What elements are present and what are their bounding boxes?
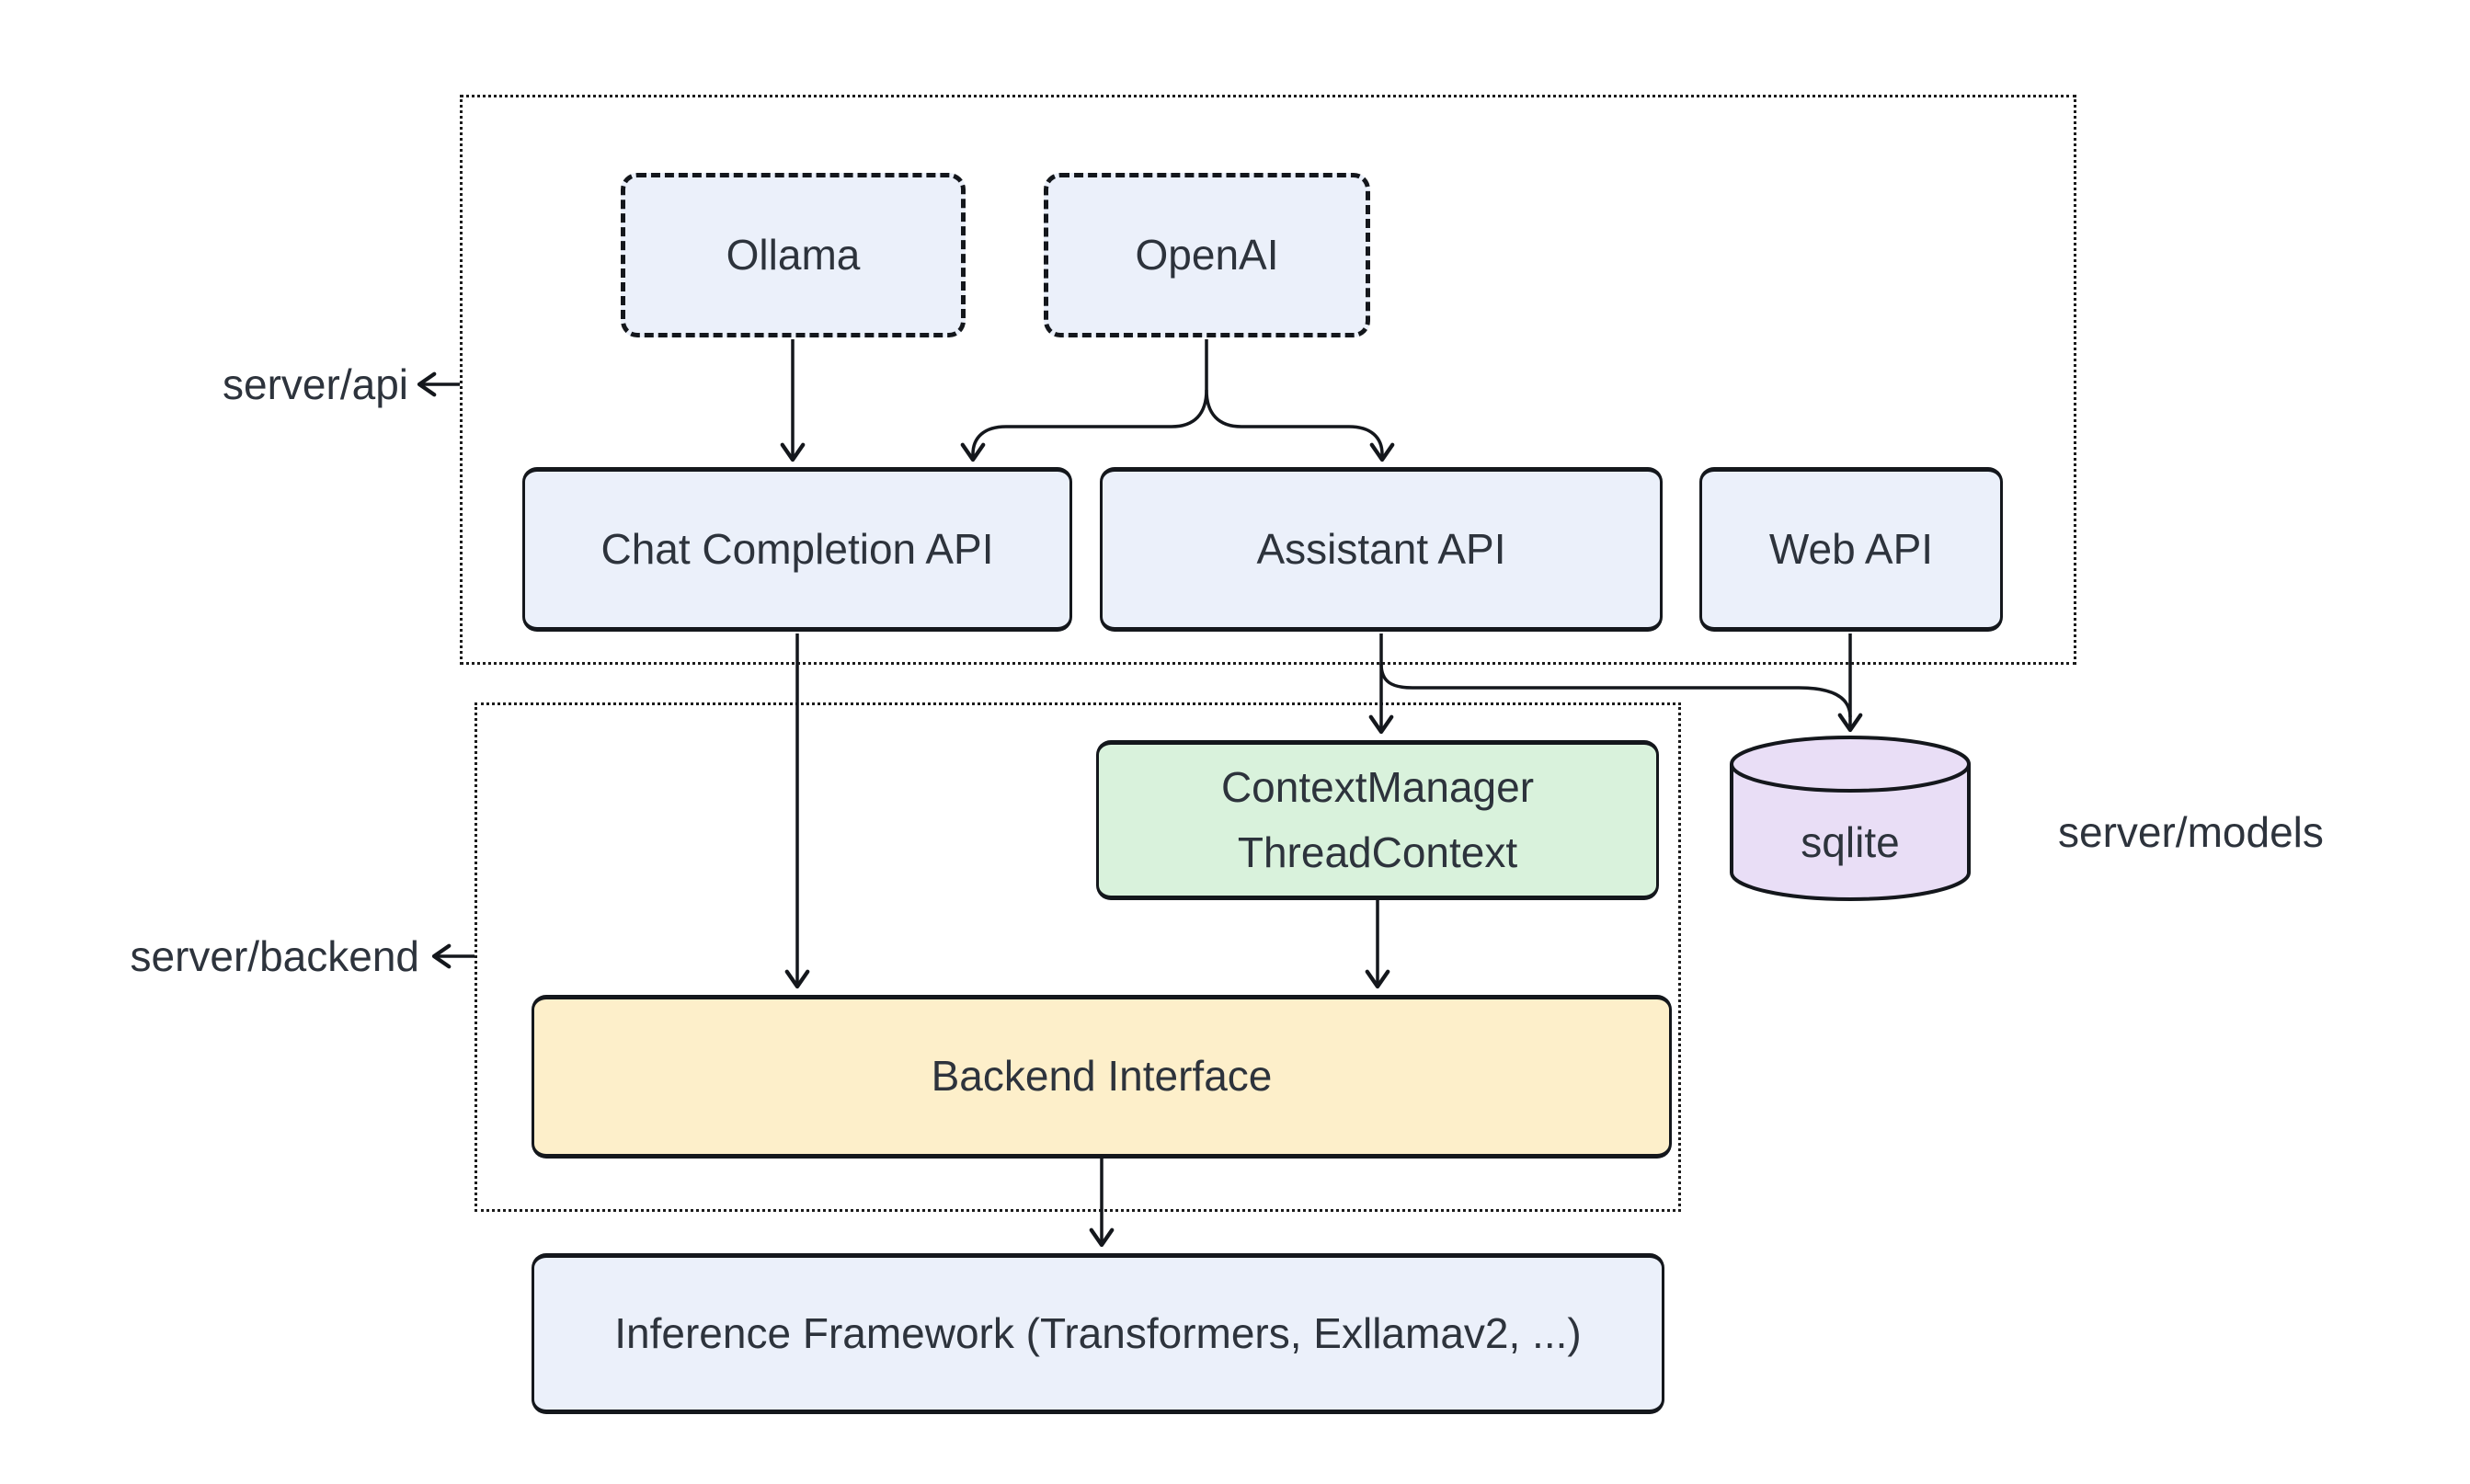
sqlite-cylinder <box>1730 736 1971 901</box>
edge-openai-to-assistant <box>1205 389 1395 462</box>
server-backend-container <box>475 702 1681 1212</box>
node-web-api-label: Web API <box>1768 524 1934 573</box>
node-backend-interface: Backend Interface <box>532 995 1672 1159</box>
node-chat-completion-api: Chat Completion API <box>522 467 1072 632</box>
node-chat-completion-api-label: Chat Completion API <box>600 524 994 573</box>
node-context-manager-label-line2: ThreadContext <box>1237 828 1518 876</box>
server-api-container <box>460 95 2076 665</box>
node-ollama: Ollama <box>621 173 966 337</box>
node-sqlite-label: sqlite <box>1801 818 1900 866</box>
node-assistant-api-label: Assistant API <box>1256 524 1506 573</box>
label-server-backend: server/backend <box>130 932 420 980</box>
edge-openai-to-chat <box>960 339 1208 462</box>
edge-assistant-to-sqlite <box>1379 663 1852 718</box>
node-web-api: Web API <box>1699 467 2003 632</box>
node-ollama-label: Ollama <box>726 230 861 279</box>
node-context-manager-label-line1: ContextManager <box>1220 762 1535 811</box>
label-server-api: server/api <box>223 360 408 408</box>
node-openai-label: OpenAI <box>1135 230 1279 279</box>
label-server-models: server/models <box>2058 808 2324 856</box>
node-assistant-api: Assistant API <box>1100 467 1663 632</box>
node-inference-framework: Inference Framework (Transformers, Exlla… <box>532 1253 1664 1414</box>
node-openai: OpenAI <box>1044 173 1370 337</box>
node-context-manager: ContextManager ThreadContext <box>1096 740 1659 900</box>
node-inference-framework-label: Inference Framework (Transformers, Exlla… <box>614 1308 1582 1357</box>
node-backend-interface-label: Backend Interface <box>931 1052 1273 1101</box>
